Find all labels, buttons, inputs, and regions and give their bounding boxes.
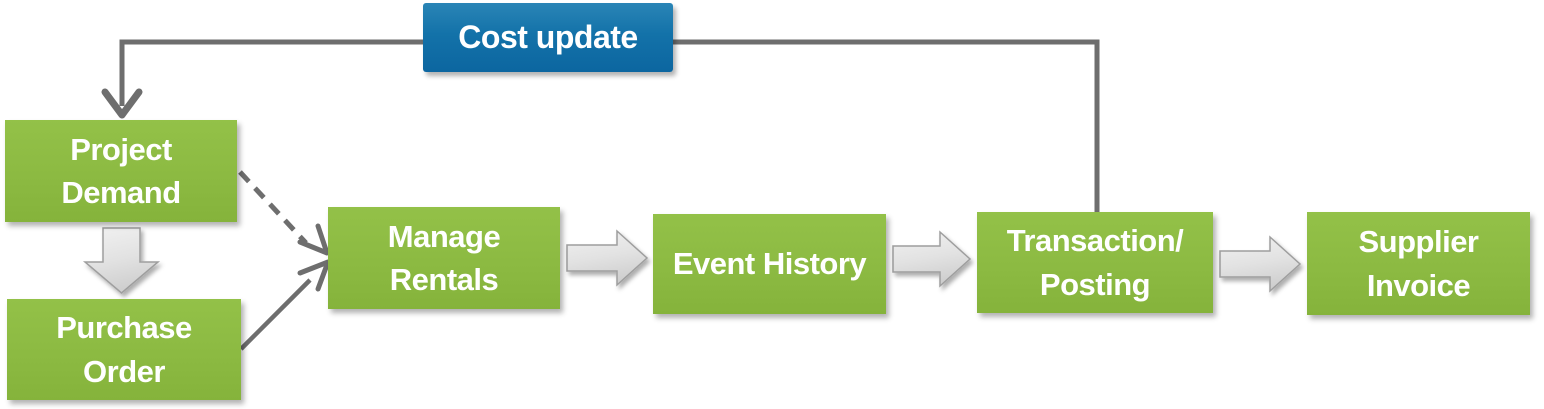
block-arrow-right-icon xyxy=(892,230,972,288)
purchase-order-to-manage-rentals-line xyxy=(239,278,312,351)
node-label: Manage Rentals xyxy=(387,218,501,297)
node-project-demand: Project Demand xyxy=(5,120,237,222)
node-manage-rentals: Manage Rentals xyxy=(328,207,560,309)
node-purchase-order: Purchase Order xyxy=(7,299,241,400)
node-label: Project Demand xyxy=(61,131,181,210)
dashed-arrowhead-icon xyxy=(297,223,330,256)
node-label: Purchase Order xyxy=(56,310,192,389)
node-transaction-posting: Transaction/ Posting xyxy=(977,212,1213,313)
block-arrow-right-icon xyxy=(1219,235,1302,293)
node-label: Cost update xyxy=(458,19,638,56)
node-supplier-invoice: Supplier Invoice xyxy=(1307,212,1530,315)
block-arrow-right-icon xyxy=(566,229,649,287)
node-label: Supplier Invoice xyxy=(1358,224,1479,303)
node-cost-update: Cost update xyxy=(423,3,673,72)
node-label: Transaction/ Posting xyxy=(1006,223,1184,302)
node-label: Event History xyxy=(672,246,867,282)
node-event-history: Event History xyxy=(653,214,886,314)
block-arrow-down-icon xyxy=(82,227,161,294)
feedback-arrowhead-icon xyxy=(101,88,143,119)
project-demand-to-manage-rentals-dashed-line xyxy=(238,170,308,245)
